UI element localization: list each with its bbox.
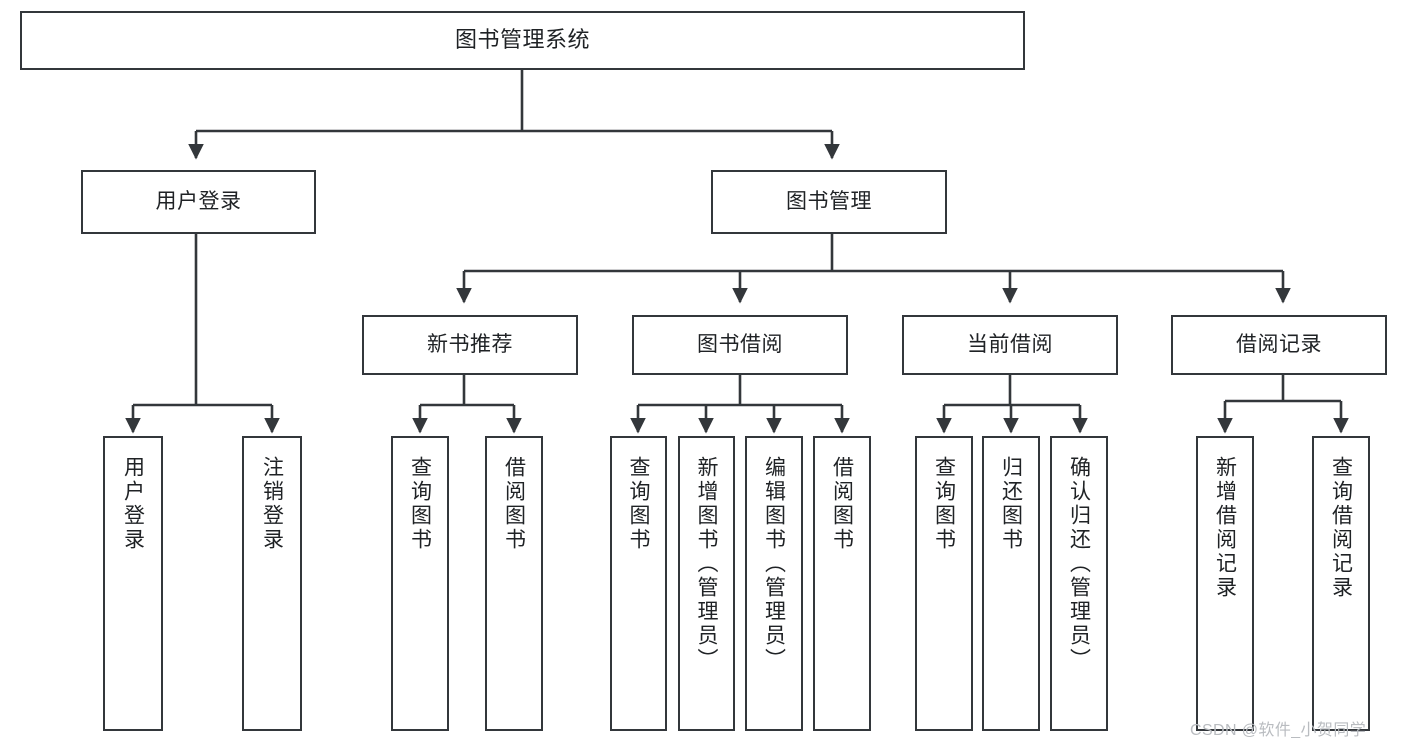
- node-label: 注销登录: [260, 456, 284, 552]
- leaf-borrow-book[interactable]: 借阅图书: [813, 436, 871, 731]
- leaf-borrow-book-recommend[interactable]: 借阅图书: [485, 436, 543, 731]
- node-label: 查询图书: [627, 456, 650, 552]
- node-label: 新增图书（管理员）: [695, 456, 718, 672]
- node-label: 用户登录: [155, 190, 242, 214]
- node-label: 查询图书: [932, 456, 956, 552]
- leaf-confirm-return-admin[interactable]: 确认归还（管理员）: [1050, 436, 1108, 731]
- leaf-return-book[interactable]: 归还图书: [982, 436, 1040, 731]
- node-label: 图书借阅: [697, 333, 783, 357]
- node-label: 新增借阅记录: [1213, 456, 1237, 600]
- leaf-add-book-admin[interactable]: 新增图书（管理员）: [678, 436, 735, 731]
- leaf-query-book-recommend[interactable]: 查询图书: [391, 436, 449, 731]
- node-label: 新书推荐: [427, 333, 513, 357]
- node-user-login[interactable]: 用户登录: [81, 170, 316, 234]
- node-borrow-record[interactable]: 借阅记录: [1171, 315, 1387, 375]
- leaf-add-borrow-record[interactable]: 新增借阅记录: [1196, 436, 1254, 731]
- node-book-manage[interactable]: 图书管理: [711, 170, 947, 234]
- node-label: 借阅图书: [830, 456, 854, 552]
- leaf-query-book-borrow[interactable]: 查询图书: [610, 436, 667, 731]
- node-label: 当前借阅: [967, 333, 1053, 357]
- node-book-borrow[interactable]: 图书借阅: [632, 315, 848, 375]
- node-label: 查询图书: [408, 456, 432, 552]
- node-root-system[interactable]: 图书管理系统: [20, 11, 1025, 70]
- leaf-edit-book-admin[interactable]: 编辑图书（管理员）: [745, 436, 803, 731]
- node-label: 查询借阅记录: [1329, 456, 1353, 600]
- node-label: 用户登录: [121, 456, 145, 552]
- node-label: 归还图书: [999, 456, 1023, 552]
- node-label: 借阅记录: [1236, 333, 1322, 357]
- leaf-user-login[interactable]: 用户登录: [103, 436, 163, 731]
- node-label: 图书管理系统: [454, 27, 590, 53]
- node-label: 编辑图书（管理员）: [762, 456, 786, 672]
- node-label: 确认归还（管理员）: [1067, 456, 1091, 672]
- leaf-query-book-current[interactable]: 查询图书: [915, 436, 973, 731]
- node-current-borrow[interactable]: 当前借阅: [902, 315, 1118, 375]
- node-label: 图书管理: [786, 190, 872, 214]
- csdn-watermark: CSDN @软件_小贺同学: [1190, 722, 1367, 739]
- leaf-user-logout[interactable]: 注销登录: [242, 436, 302, 731]
- leaf-query-borrow-record[interactable]: 查询借阅记录: [1312, 436, 1370, 731]
- node-new-book-recommend[interactable]: 新书推荐: [362, 315, 578, 375]
- node-label: 借阅图书: [502, 456, 526, 552]
